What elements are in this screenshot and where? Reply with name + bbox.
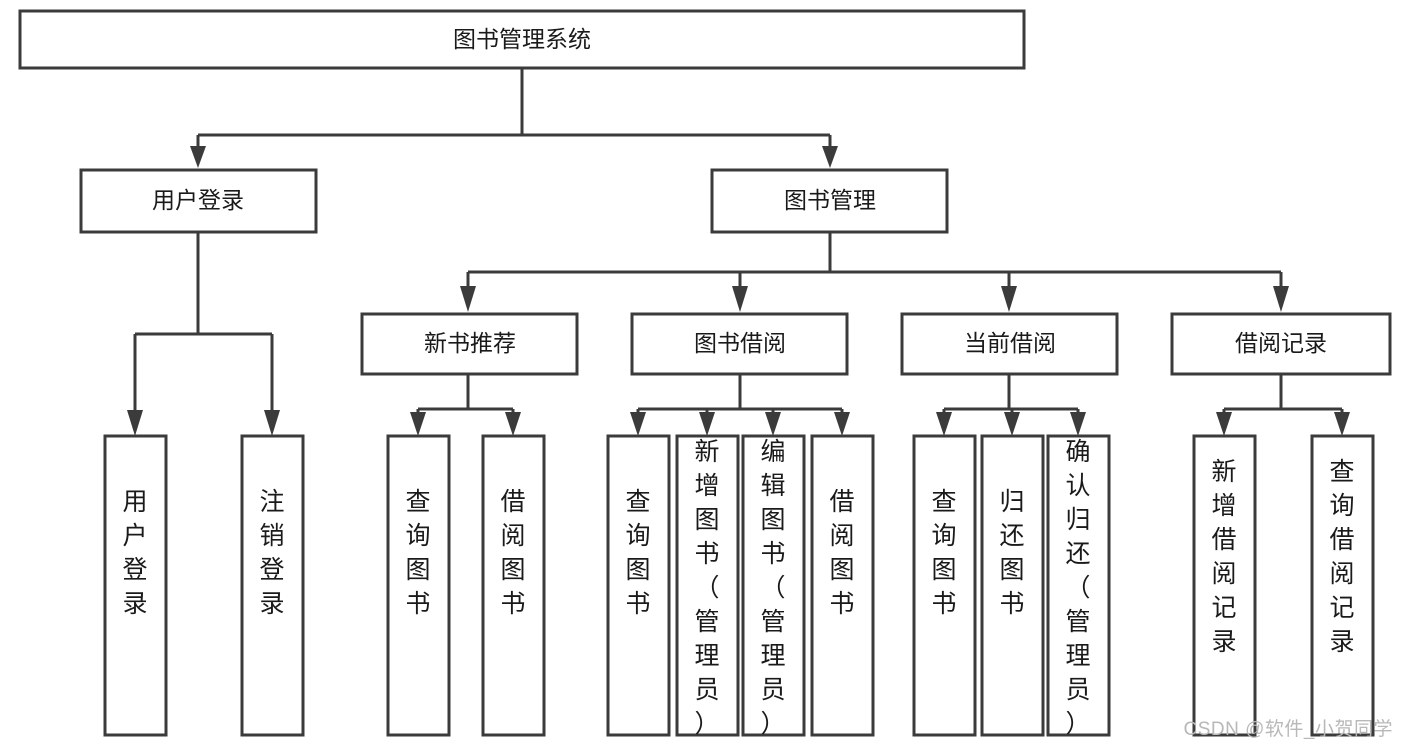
leaf-box[interactable]	[606, 434, 671, 737]
leaf-label: 查询图书	[931, 488, 956, 618]
leaf-box[interactable]	[741, 434, 806, 737]
node-book-mgmt[interactable]: 图书管理	[710, 168, 949, 234]
leaf-box[interactable]	[675, 434, 740, 737]
arrow-bookmgmt-to-book-borrow	[732, 286, 748, 312]
leaf-label: 借阅图书	[500, 488, 525, 618]
node-book-borrow[interactable]: 图书借阅	[630, 312, 849, 376]
arrow-newbook-to-leaf-0	[410, 412, 426, 436]
node-book-mgmt-box[interactable]	[710, 168, 949, 234]
node-book-mgmt-label: 图书管理	[784, 187, 876, 213]
leaf-label: 查询图书	[625, 488, 650, 618]
leaf-label: 编辑图书（管理员）	[760, 438, 785, 738]
arrow-bookmgmt-to-current-borrow	[1001, 286, 1017, 312]
leaf-box[interactable]	[980, 434, 1045, 737]
leaf-box[interactable]	[481, 434, 546, 737]
node-user-login-box[interactable]	[79, 168, 318, 234]
leaf-box[interactable]	[1192, 434, 1257, 737]
leaf-node[interactable]: 新增图书（管理员）	[675, 434, 740, 738]
arrow-borrowrecord-to-leaf-0	[1216, 412, 1232, 436]
node-borrow-record-label: 借阅记录	[1235, 330, 1327, 356]
leaf-box[interactable]	[1046, 434, 1111, 737]
leaf-label: 查询图书	[405, 488, 430, 618]
watermark-text: CSDN @软件_小贺同学	[1183, 719, 1393, 740]
leaf-label: 用户登录	[122, 488, 147, 618]
leaf-node[interactable]: 新增借阅记录	[1192, 434, 1257, 737]
arrow-bookborrow-to-leaf-2	[765, 412, 781, 436]
leaf-label: 借阅图书	[829, 488, 854, 618]
node-current-borrow-box[interactable]	[900, 312, 1119, 376]
leaf-node[interactable]: 确认归还（管理员）	[1046, 434, 1111, 738]
node-new-book-rec[interactable]: 新书推荐	[360, 312, 579, 376]
node-root-box[interactable]	[18, 9, 1026, 70]
connector-layer	[127, 69, 1350, 436]
leaf-node[interactable]: 查询图书	[386, 434, 451, 737]
leaf-box[interactable]	[240, 434, 305, 737]
leaf-label: 归还图书	[999, 488, 1024, 618]
arrow-currentborrow-to-leaf-0	[936, 412, 952, 436]
arrow-bookborrow-to-leaf-0	[630, 412, 646, 436]
node-current-borrow[interactable]: 当前借阅	[900, 312, 1119, 376]
leaf-label: 新增借阅记录	[1211, 458, 1236, 656]
arrow-root-to-user-login	[190, 146, 206, 168]
leaf-node[interactable]: 归还图书	[980, 434, 1045, 737]
node-borrow-record[interactable]: 借阅记录	[1170, 312, 1392, 376]
leaf-box[interactable]	[1310, 434, 1375, 737]
leaf-node[interactable]: 注销登录	[240, 434, 305, 737]
node-book-borrow-box[interactable]	[630, 312, 849, 376]
arrow-bookborrow-to-leaf-3	[834, 412, 850, 436]
node-root[interactable]: 图书管理系统	[18, 9, 1026, 70]
node-root-label: 图书管理系统	[453, 26, 591, 52]
node-current-borrow-label: 当前借阅	[964, 330, 1056, 356]
leaf-box[interactable]	[912, 434, 977, 737]
arrow-currentborrow-to-leaf-1	[1004, 412, 1020, 436]
arrow-bookmgmt-to-borrow-record	[1273, 286, 1289, 312]
node-book-borrow-label: 图书借阅	[694, 330, 786, 356]
leaf-label: 注销登录	[259, 488, 284, 618]
leaf-label: 查询借阅记录	[1329, 458, 1354, 656]
arrow-newbook-to-leaf-1	[505, 412, 521, 436]
arrow-userlogin-to-leaf-1	[264, 410, 280, 436]
node-user-login-label: 用户登录	[152, 187, 244, 213]
leaf-node[interactable]: 查询图书	[606, 434, 671, 737]
arrow-borrowrecord-to-leaf-1	[1334, 412, 1350, 436]
node-new-book-rec-label: 新书推荐	[424, 330, 516, 356]
arrow-userlogin-to-leaf-0	[127, 410, 143, 436]
arrow-currentborrow-to-leaf-2	[1070, 412, 1086, 436]
arrow-root-to-book-mgmt	[822, 146, 838, 168]
leaf-box[interactable]	[103, 434, 168, 737]
leaf-label: 新增图书（管理员）	[694, 438, 719, 738]
leaf-label: 确认归还（管理员）	[1065, 438, 1090, 738]
leaf-node[interactable]: 查询图书	[912, 434, 977, 737]
leaf-node[interactable]: 借阅图书	[810, 434, 875, 737]
leaf-node[interactable]: 查询借阅记录	[1310, 434, 1375, 737]
leaf-node[interactable]: 编辑图书（管理员）	[741, 434, 806, 738]
arrow-bookmgmt-to-new-book	[460, 286, 476, 312]
leaf-box[interactable]	[810, 434, 875, 737]
node-new-book-rec-box[interactable]	[360, 312, 579, 376]
arrow-bookborrow-to-leaf-1	[699, 412, 715, 436]
node-borrow-record-box[interactable]	[1170, 312, 1392, 376]
node-user-login[interactable]: 用户登录	[79, 168, 318, 234]
leaf-box[interactable]	[386, 434, 451, 737]
leaf-node[interactable]: 借阅图书	[481, 434, 546, 737]
leaf-node[interactable]: 用户登录	[103, 434, 168, 737]
